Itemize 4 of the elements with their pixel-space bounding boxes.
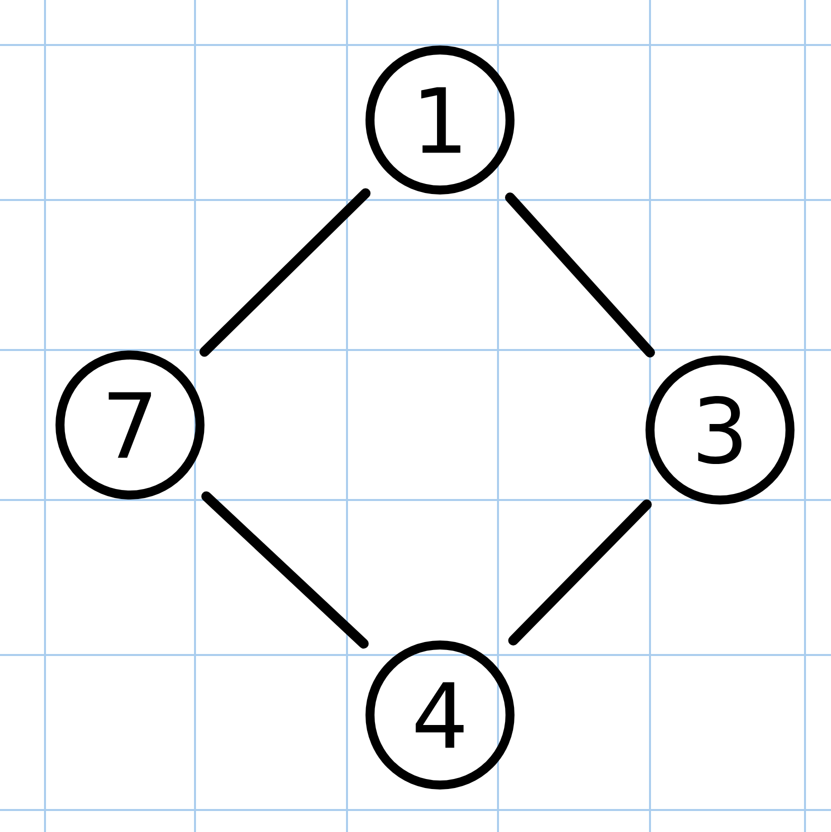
connector-line [201, 491, 369, 649]
connector-line [200, 188, 371, 357]
connector-line [508, 500, 652, 646]
connector-line [505, 192, 655, 358]
